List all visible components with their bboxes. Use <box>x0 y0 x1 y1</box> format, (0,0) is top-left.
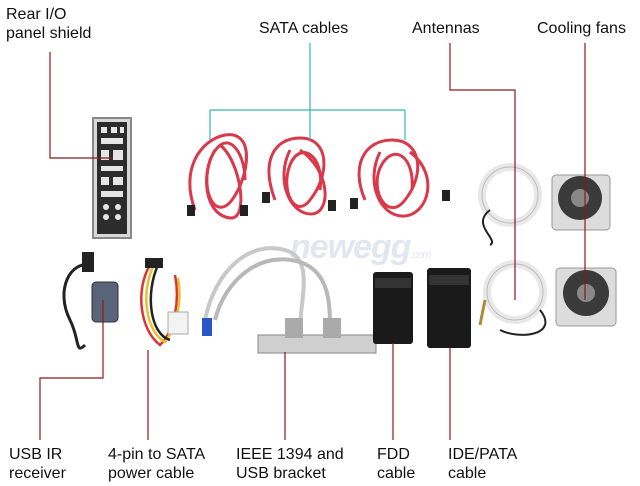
ieee1394-usb-bracket <box>202 246 377 354</box>
fdd-cable <box>373 272 413 344</box>
newegg-watermark: newegg.com <box>290 228 431 266</box>
rear-io-shield <box>92 117 132 239</box>
antennas <box>478 163 547 336</box>
cooling-fans <box>551 174 617 327</box>
ide-pata-cable <box>427 268 471 348</box>
usb-ir-receiver <box>62 252 119 350</box>
label-cooling-fans: Cooling fans <box>537 20 626 37</box>
sata-cables <box>187 133 450 220</box>
leader-lines <box>39 43 586 440</box>
sata-power-cable <box>140 258 189 347</box>
label-sata-cables: SATA cables <box>259 20 349 37</box>
label-antennas: Antennas <box>412 20 480 37</box>
